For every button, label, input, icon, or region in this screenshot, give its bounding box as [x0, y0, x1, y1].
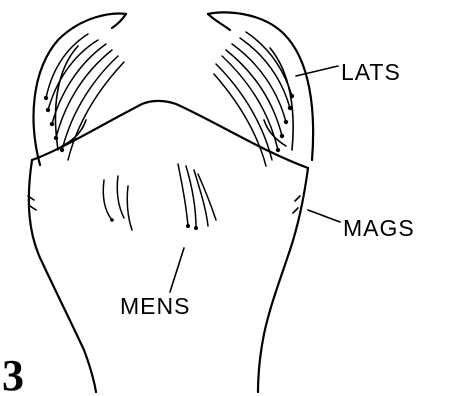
lateral-setae-left	[44, 34, 124, 160]
mags-leader-line	[308, 210, 340, 222]
label-mens: MENS	[120, 293, 190, 319]
marginal-setae	[28, 196, 300, 213]
head-capsule-outline	[34, 12, 314, 165]
mentum-right-side	[258, 168, 308, 392]
mentum-top-edge	[32, 101, 308, 168]
figure-number: 3	[2, 351, 24, 396]
label-lats: LATS	[341, 59, 401, 85]
label-mags: MAGS	[343, 215, 415, 241]
lateral-setae-right	[214, 32, 294, 166]
mentum-left-side	[29, 160, 96, 392]
capsule-top-edge-right	[208, 14, 230, 30]
lats-leader-line	[296, 66, 338, 76]
mental-setae	[103, 164, 216, 230]
capsule-top-edge-left	[112, 14, 126, 28]
mens-leader-line	[170, 248, 184, 292]
